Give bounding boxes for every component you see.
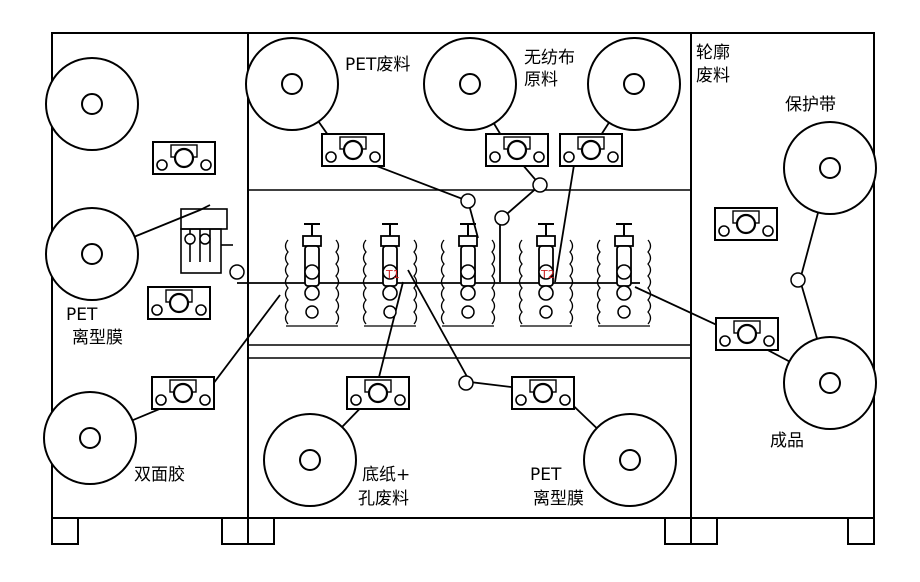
label-nonwoven-1: 无纺布 — [524, 48, 575, 68]
label-pet-release-bottom-1: PET — [530, 465, 562, 485]
tension-unit-3 — [151, 376, 215, 410]
die-station-1 — [284, 223, 340, 327]
die-station-3 — [440, 223, 496, 327]
label-double-tape: 双面胶 — [134, 465, 185, 485]
label-pet-release-left-2: 离型膜 — [72, 328, 123, 348]
label-protect-tape: 保护带 — [785, 95, 836, 115]
material-rolls — [43, 37, 877, 507]
marker-t2: T2 — [540, 268, 555, 281]
label-product: 成品 — [770, 431, 804, 451]
idler-rollers — [229, 177, 806, 391]
tension-unit-7 — [714, 207, 778, 241]
marker-t1: T1 — [385, 268, 400, 281]
tension-unit-10 — [511, 376, 575, 410]
tension-unit-9 — [346, 376, 410, 410]
roll-left-top — [45, 57, 139, 151]
roll-double-tape — [43, 391, 137, 485]
die-station-2 — [362, 223, 418, 327]
label-pet-waste: PET废料 — [345, 55, 410, 75]
tension-unit-1 — [152, 141, 216, 175]
tension-unit-2 — [147, 286, 211, 320]
tension-units — [147, 133, 779, 410]
die-station-4 — [518, 223, 574, 327]
tension-unit-4 — [321, 133, 385, 167]
label-pet-release-bottom-2: 离型膜 — [533, 489, 584, 509]
tension-unit-8 — [715, 317, 779, 351]
roll-nonwoven — [423, 37, 517, 131]
label-pet-release-left-1: PET — [66, 305, 98, 325]
roll-protect-tape — [783, 121, 877, 215]
label-contour-1: 轮廓 — [696, 43, 730, 63]
labels: PET废料 无纺布 原料 轮廓 废料 保护带 PET 离型膜 双面胶 底纸+ 孔… — [66, 43, 836, 509]
roll-product — [783, 336, 877, 430]
roll-liner-waste — [263, 413, 357, 507]
label-nonwoven-2: 原料 — [524, 70, 558, 90]
roll-pet-release-bottom — [583, 413, 677, 507]
tension-unit-5 — [485, 133, 549, 167]
label-liner-1: 底纸+ — [362, 465, 410, 485]
laminator-head — [180, 208, 233, 274]
die-cut-stations — [284, 223, 652, 327]
die-station-5 — [596, 223, 652, 327]
label-liner-2: 孔废料 — [358, 489, 409, 509]
roll-pet-waste — [245, 37, 339, 131]
roll-pet-release-left — [45, 207, 139, 301]
tension-unit-6 — [559, 133, 623, 167]
label-contour-2: 废料 — [696, 66, 730, 86]
roll-contour-waste — [587, 37, 681, 131]
